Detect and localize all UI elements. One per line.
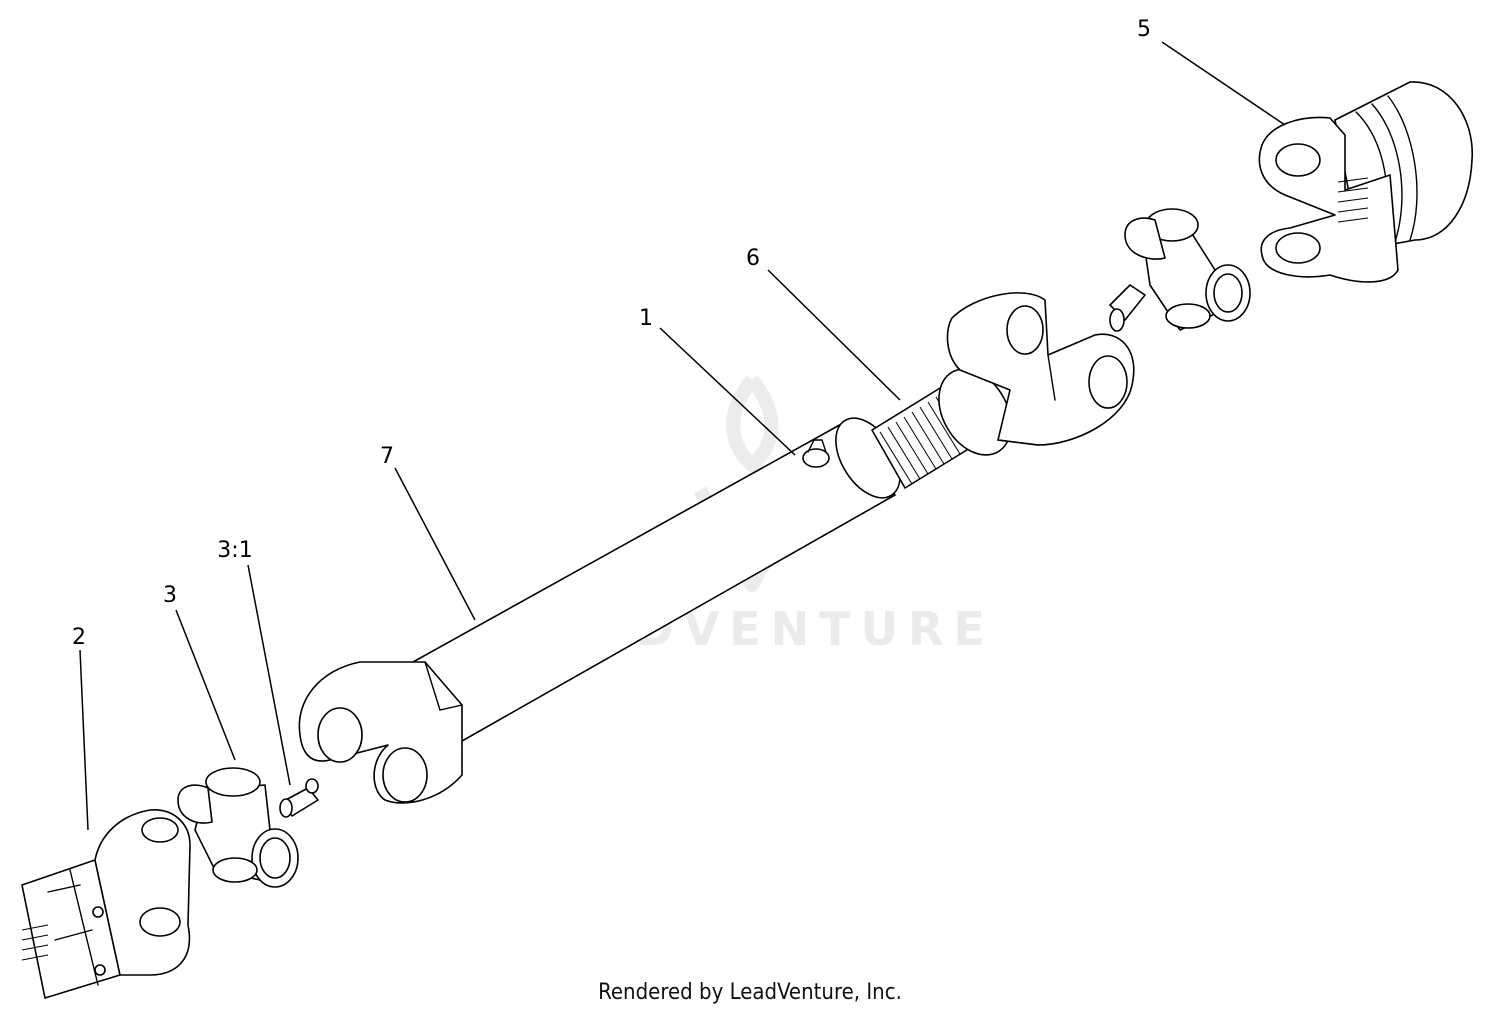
leader-1 (659, 327, 796, 456)
callouts: 5 6 1 7 3:1 3 2 (72, 17, 1151, 650)
outer-yoke (946, 292, 1135, 446)
tube-body (394, 421, 896, 746)
leader-3 (175, 609, 236, 761)
part-5-end-yoke (1258, 81, 1473, 283)
callout-2: 2 (72, 625, 86, 650)
part-7-tube-assembly (298, 417, 901, 804)
part-3-1-grease-fitting (279, 778, 319, 818)
callout-5: 5 (1137, 17, 1151, 42)
leader-5 (1161, 41, 1286, 126)
end-yoke-splines (1337, 177, 1369, 223)
right-u-joint-cross (1109, 208, 1251, 332)
callout-7: 7 (380, 444, 394, 469)
leader-lines (79, 41, 1286, 831)
callout-3: 3 (163, 583, 177, 608)
callout-6: 6 (746, 246, 760, 271)
leader-2 (79, 649, 89, 831)
part-3-left-u-joint-cross (177, 767, 299, 888)
callout-3-1: 3:1 (217, 538, 252, 563)
input-yoke-splines (21, 924, 49, 961)
leader-6 (767, 269, 901, 401)
part-2-input-yoke (21, 809, 191, 999)
leader-3-1 (247, 564, 291, 786)
grease-fitting-1 (802, 448, 830, 468)
render-credit: Rendered by LeadVenture, Inc. (598, 980, 902, 1005)
leader-7 (394, 467, 476, 621)
callout-1: 1 (639, 306, 653, 331)
yoke-hub (938, 368, 1012, 456)
part-6-splined-yoke (871, 292, 1135, 489)
